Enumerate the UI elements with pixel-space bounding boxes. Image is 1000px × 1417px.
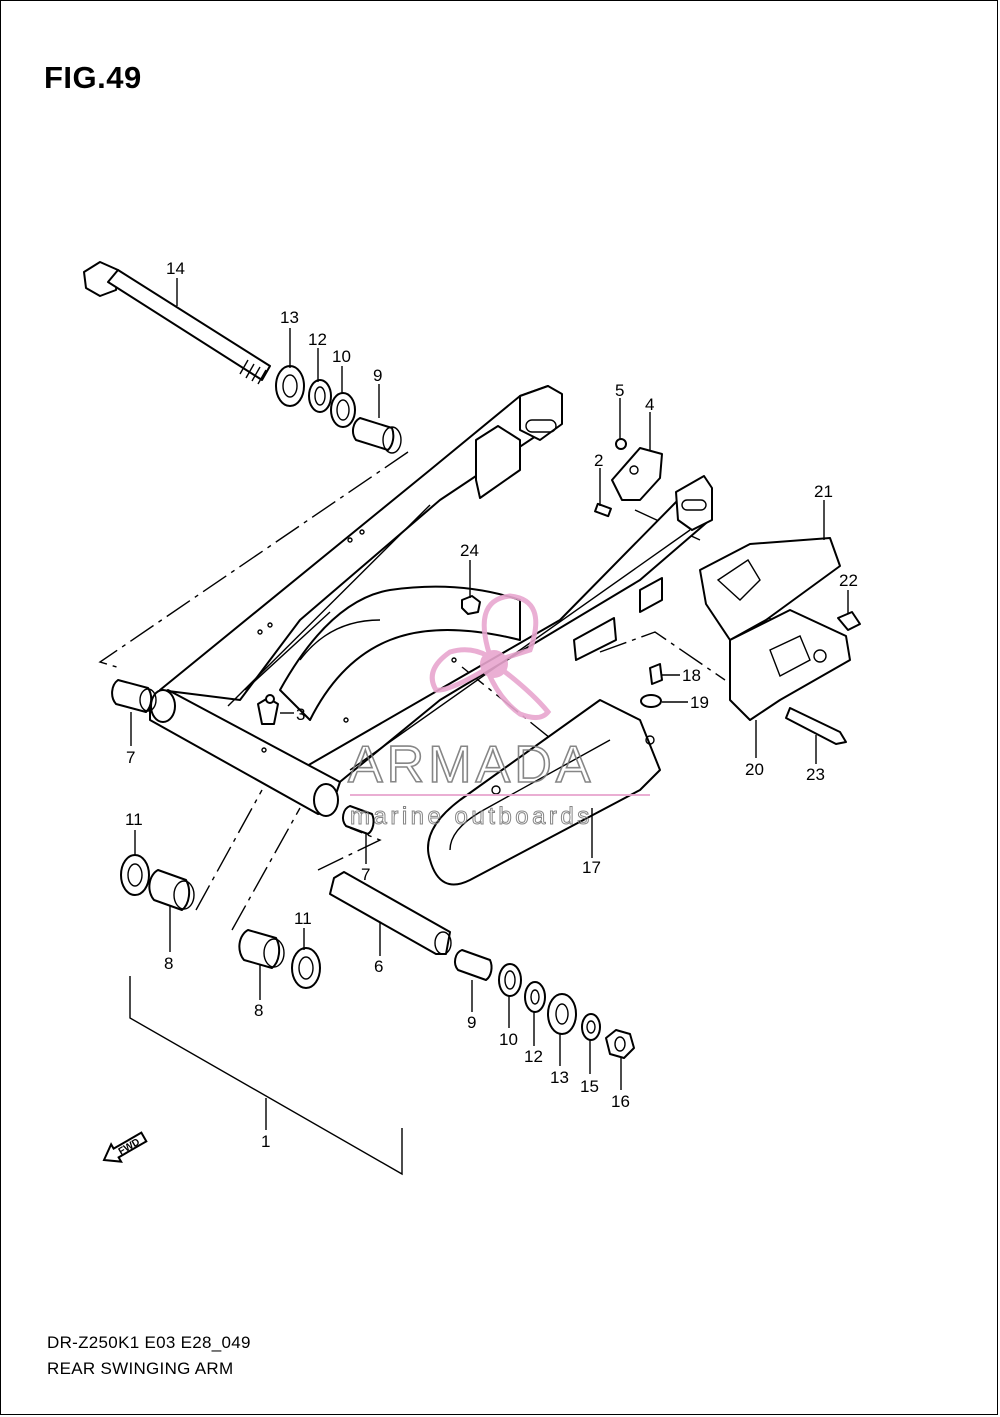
screw-2: [594, 502, 612, 518]
swing-arm: [149, 385, 713, 817]
callout-leaders: [130, 278, 849, 1130]
guard-plate-20: [729, 609, 851, 721]
chain-guide: [640, 537, 861, 745]
callout-7: 7: [126, 748, 135, 767]
callout-1: 1: [261, 1132, 270, 1151]
callout-21: 21: [814, 482, 833, 501]
screw-5: [615, 438, 627, 450]
callout-2: 2: [594, 451, 603, 470]
fwd-arrow-icon: FWD: [102, 1131, 148, 1163]
spacer-9b: [454, 949, 493, 981]
callout-12: 12: [308, 330, 327, 349]
callout-13-lower: 13: [550, 1068, 569, 1087]
bearing-8a: [148, 869, 191, 911]
propeller-logo-icon: [429, 593, 552, 720]
callout-17: 17: [582, 858, 601, 877]
chain-slider: [427, 699, 661, 886]
washer-12: [308, 379, 332, 413]
callout-8: 8: [164, 954, 173, 973]
callout-9: 9: [373, 366, 382, 385]
callout-11: 11: [125, 810, 143, 829]
callout-19: 19: [690, 693, 709, 712]
bolt-23: [785, 707, 847, 745]
callout-6: 6: [374, 957, 383, 976]
callout-10-lower: 10: [499, 1030, 518, 1049]
callout-12-lower: 12: [524, 1047, 543, 1066]
bolt-22: [837, 611, 861, 631]
washer-12b: [524, 981, 546, 1013]
callout-3: 3: [296, 705, 305, 724]
watermark-brand: ARMADA: [348, 736, 594, 794]
callout-8-lower: 8: [254, 1001, 263, 1020]
bearing-8b: [238, 929, 281, 969]
callout-14: 14: [166, 259, 185, 278]
bearing-10b: [498, 963, 522, 997]
bushing-7a: [111, 679, 153, 713]
lower-pivot-hardware: [111, 679, 635, 1059]
callout-22: 22: [839, 571, 858, 590]
callout-5: 5: [615, 381, 624, 400]
spacer-9: [352, 417, 395, 451]
callout-24: 24: [460, 541, 479, 560]
callout-23: 23: [806, 765, 825, 784]
washer-19: [640, 694, 662, 708]
callout-11-lower: 11: [294, 909, 312, 928]
hose-guide: [594, 438, 663, 518]
callout-10: 10: [332, 347, 351, 366]
bushing-7b: [342, 805, 375, 835]
seal-11b: [291, 947, 321, 989]
seal-11a: [120, 854, 150, 896]
bearing-10: [330, 392, 356, 428]
seal-13b: [547, 993, 577, 1035]
callout-13: 13: [280, 308, 299, 327]
fwd-label: FWD: [117, 1137, 142, 1158]
nut-16: [605, 1029, 635, 1059]
callout-20: 20: [745, 760, 764, 779]
assembly-name: REAR SWINGING ARM: [47, 1359, 234, 1378]
callout-15: 15: [580, 1077, 599, 1096]
callout-7-lower: 7: [361, 865, 370, 884]
spacer-6: [329, 871, 451, 955]
chain-guide-21: [699, 537, 841, 641]
pivot-bolt: [83, 261, 271, 385]
upper-seal-stack: [275, 365, 402, 454]
small-fasteners: [257, 595, 481, 725]
nut-24: [461, 595, 481, 615]
model-code: DR-Z250K1 E03 E28_049: [47, 1333, 251, 1352]
callout-16: 16: [611, 1092, 630, 1111]
callout-18: 18: [682, 666, 701, 685]
callout-9-lower: 9: [467, 1013, 476, 1032]
watermark-tagline: marine outboards: [350, 803, 593, 830]
dust-seal-13: [275, 365, 305, 407]
washer-15: [581, 1013, 601, 1041]
assembly-bracket: [129, 976, 403, 1176]
callout-numbers: 14 13 12 10 9 5 4 2 21 24 22 18 19 3 7 2…: [125, 259, 858, 1151]
figure-title: FIG.49: [44, 60, 142, 95]
guide-4: [611, 447, 663, 501]
screw-18: [649, 663, 663, 685]
watermark: ARMADA marine outboards: [347, 593, 650, 831]
callout-4: 4: [645, 395, 654, 414]
